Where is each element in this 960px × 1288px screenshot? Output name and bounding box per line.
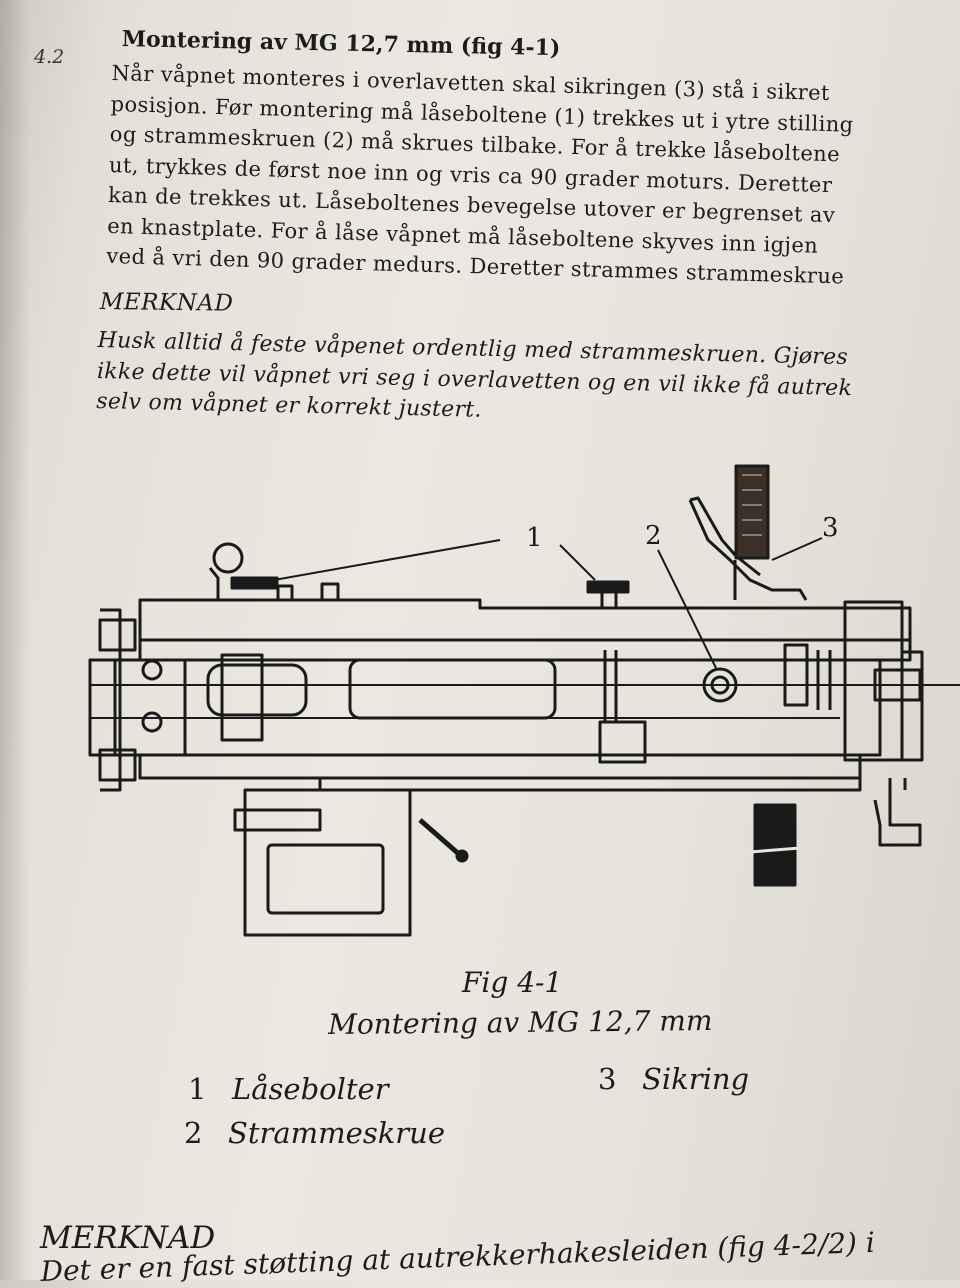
legend-item-2: 2 Strammeskrue	[184, 1116, 445, 1150]
section-number: 4.2	[34, 46, 65, 68]
section-paragraph: Når våpnet monteres i overlavetten skal …	[106, 58, 960, 295]
note-text: Husk alltid å feste våpenet ordentlig me…	[96, 326, 960, 437]
note2-heading: MERKNAD	[40, 1220, 216, 1256]
section-heading: Montering av MG 12,7 mm (fig 4-1)	[121, 26, 561, 62]
legend-label: Låsebolter	[232, 1072, 389, 1106]
figure-caption-title: Montering av MG 12,7 mm	[328, 1003, 713, 1041]
legend-label: Sikring	[642, 1062, 750, 1096]
legend-item-3: 3 Sikring	[598, 1062, 749, 1096]
legend-number: 1	[188, 1072, 207, 1106]
legend-item-1: 1 Låsebolter	[188, 1072, 389, 1106]
callout-3-label: 3	[822, 513, 839, 543]
figure-caption-number: Fig 4-1	[462, 966, 563, 999]
callout-2-label: 2	[645, 521, 662, 551]
legend-label: Strammeskrue	[228, 1116, 445, 1150]
figure-4-1-drawing: 1 2 3	[60, 460, 960, 960]
note-heading: MERKNAD	[99, 289, 234, 317]
callout-1-label: 1	[526, 523, 543, 553]
mg-mount-drawing: 1 2 3	[88, 464, 960, 937]
page-edge-shadow	[0, 0, 30, 1280]
legend-number: 3	[598, 1062, 617, 1096]
legend-number: 2	[184, 1116, 203, 1150]
